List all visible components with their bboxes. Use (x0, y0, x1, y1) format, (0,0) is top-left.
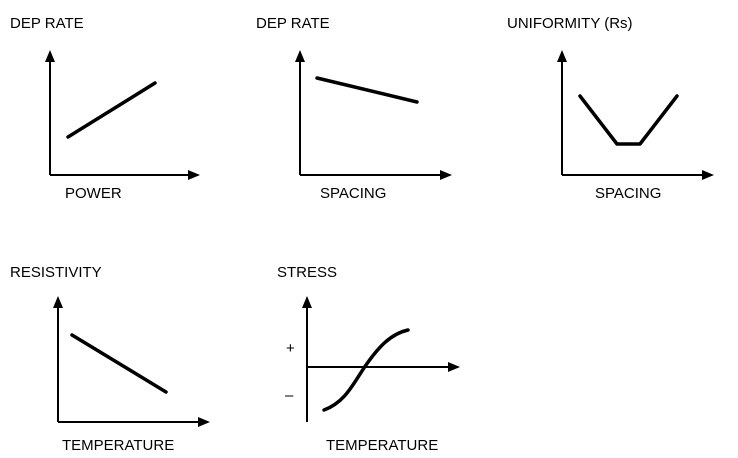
trend-line (70, 333, 168, 394)
y-axis-label: DEP RATE (10, 15, 84, 32)
trend-curve (322, 328, 410, 412)
tensile-sign: + (286, 340, 295, 357)
panel-uniformity-vs-spacing: UNIFORMITY (Rs) SPACING (507, 15, 714, 202)
x-axis-label: SPACING (320, 185, 386, 202)
x-axis-label: SPACING (595, 185, 661, 202)
y-axis-label: RESISTIVITY (10, 264, 102, 281)
x-axis-label: TEMPERATURE (62, 437, 174, 454)
panel-dep-rate-vs-power: DEP RATE POWER (10, 15, 200, 202)
trend-line (315, 76, 419, 104)
x-axis-label: POWER (65, 185, 122, 202)
panel-resistivity-vs-temperature: RESISTIVITY TEMPERATURE (10, 264, 210, 454)
panel-stress-vs-temperature: STRESS + – TEMPERATURE (277, 264, 460, 454)
y-axis-label: DEP RATE (256, 15, 330, 32)
trend-line (66, 81, 157, 139)
y-axis-label: UNIFORMITY (Rs) (507, 15, 633, 32)
x-axis-label: TEMPERATURE (326, 437, 438, 454)
compressive-sign: – (285, 387, 294, 404)
panel-dep-rate-vs-spacing: DEP RATE SPACING (256, 15, 452, 202)
trend-curve (578, 94, 679, 146)
y-axis-label: STRESS (277, 264, 337, 281)
